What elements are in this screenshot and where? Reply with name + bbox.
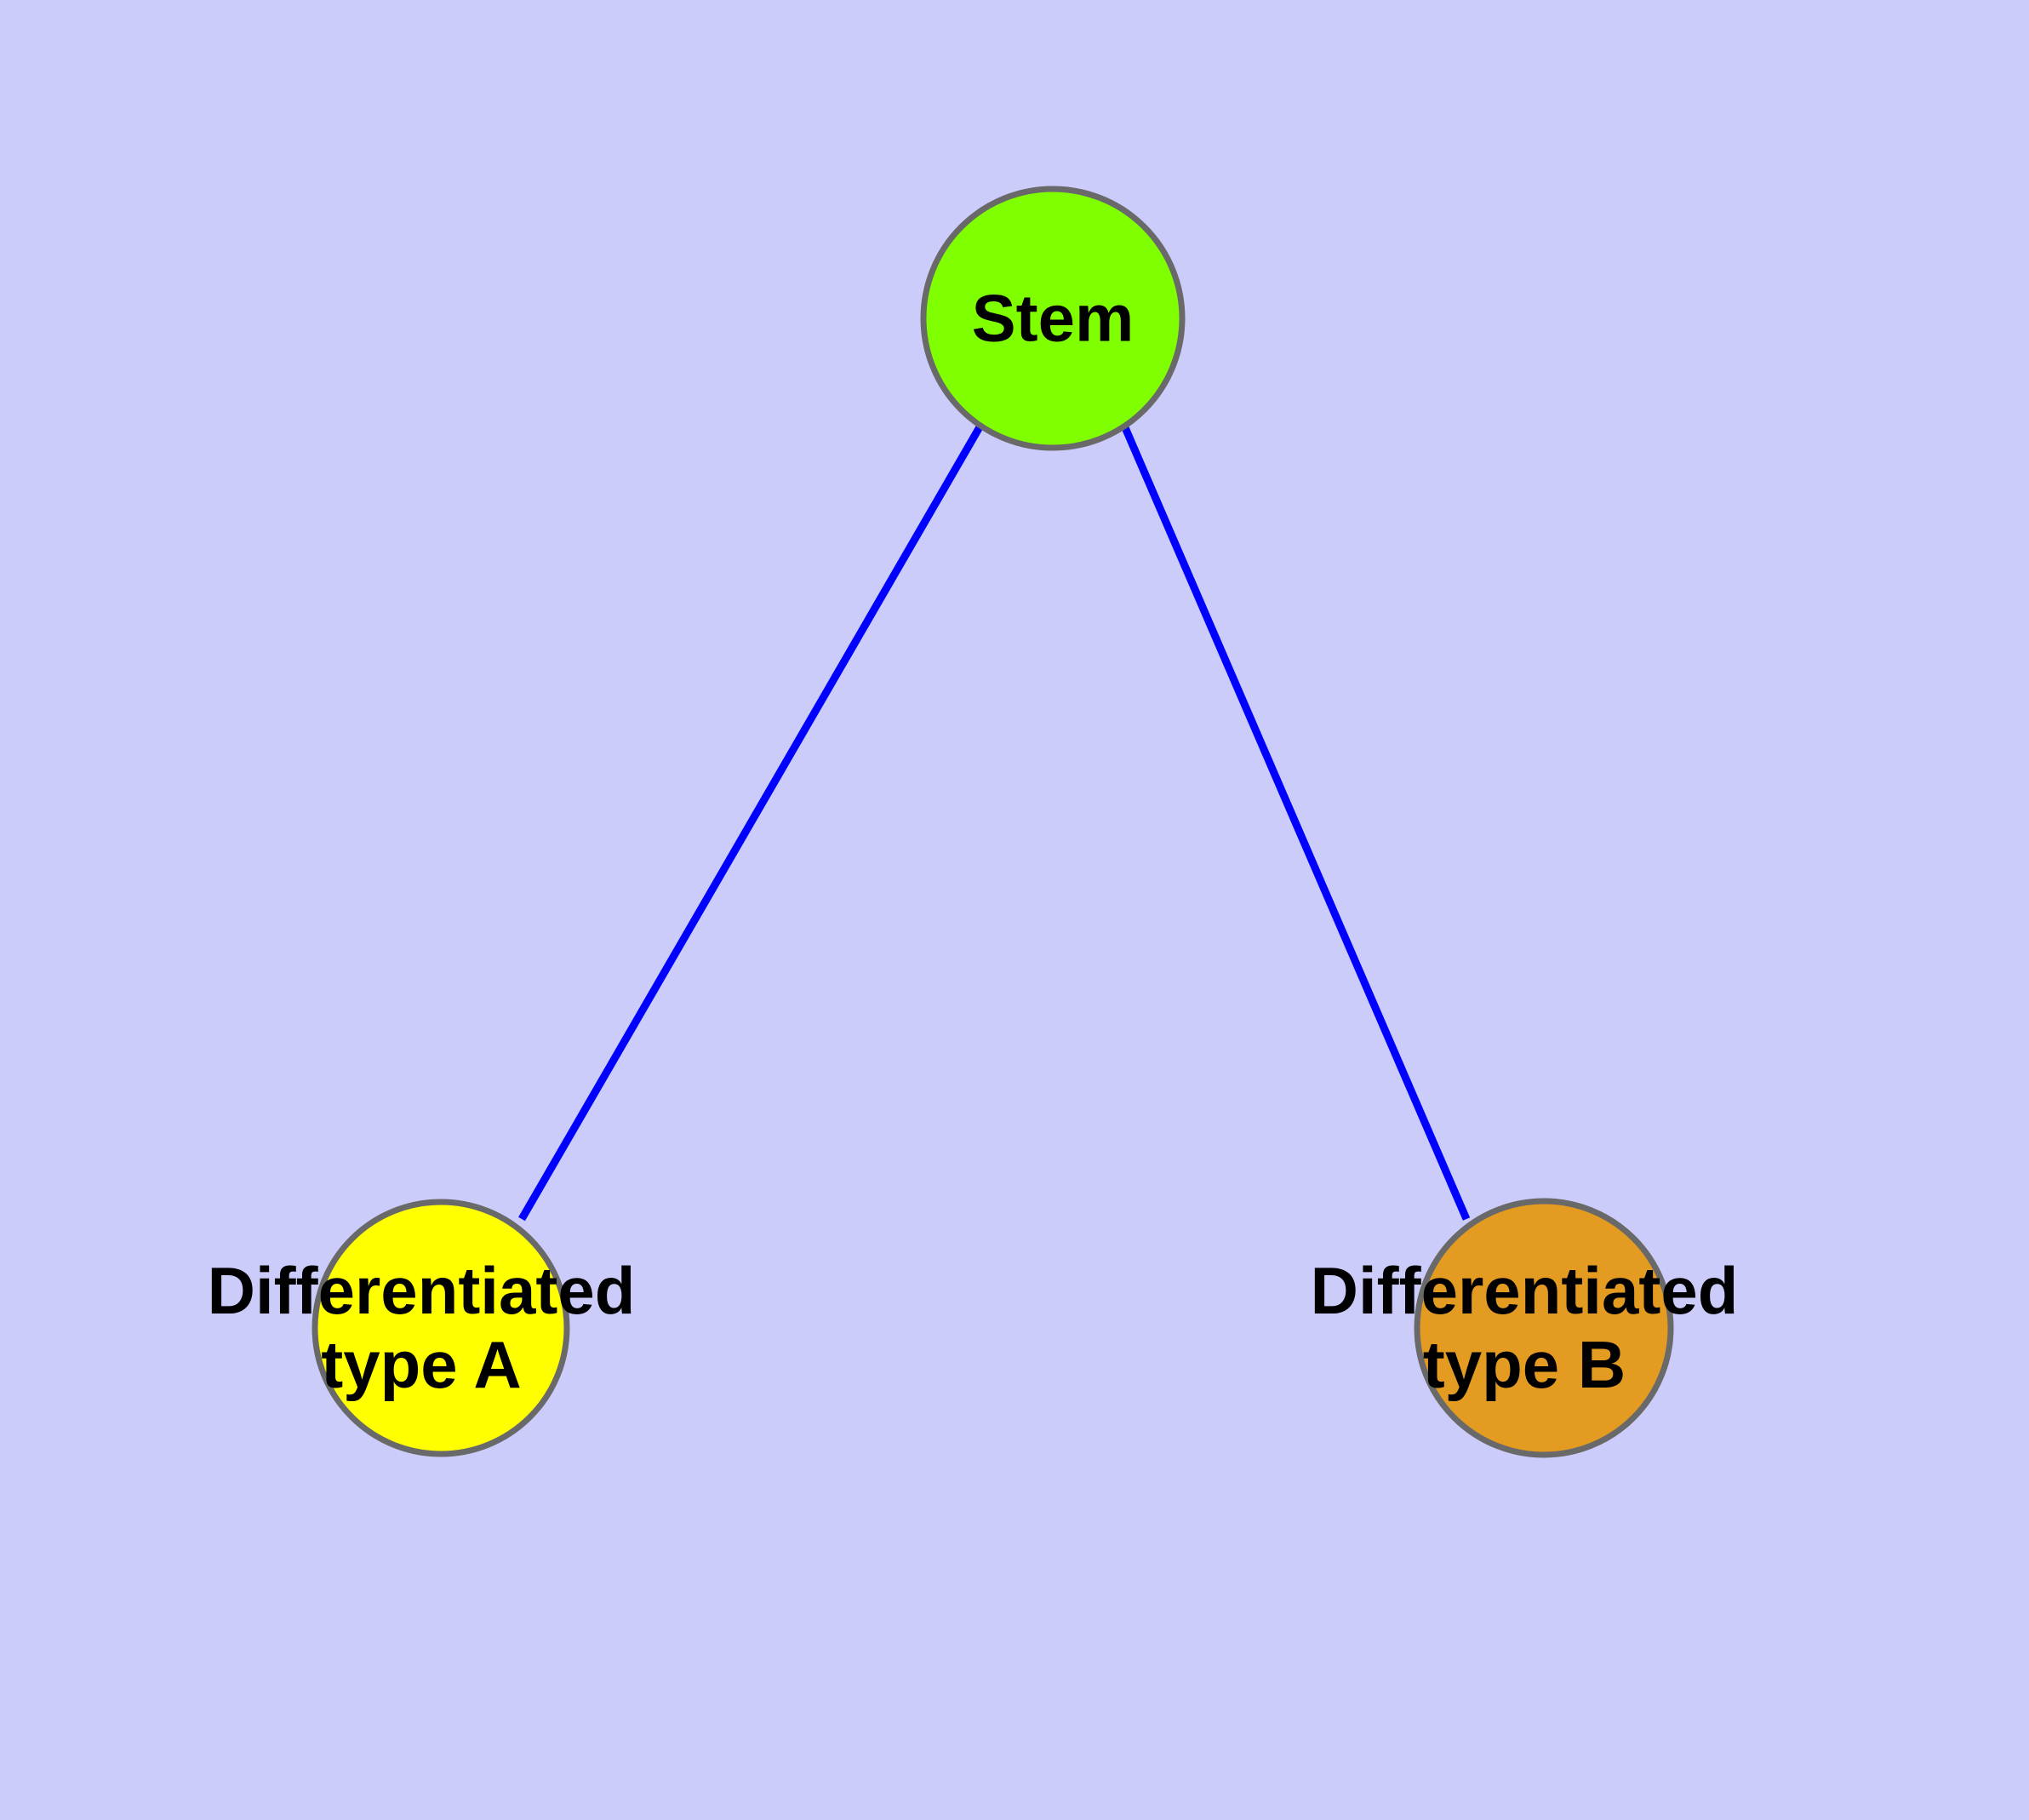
edge-layer xyxy=(518,423,1471,1222)
node-stem[interactable]: Stem xyxy=(920,186,1186,451)
node-label-line: type B xyxy=(1423,1327,1626,1402)
node-stem-label: Stem xyxy=(972,281,1135,356)
node-stem-circle[interactable] xyxy=(920,186,1186,451)
edge-stem-to-differentiated-type-a[interactable] xyxy=(518,423,984,1222)
node-label-line: type A xyxy=(321,1327,522,1402)
node-label-line: Differentiated xyxy=(1311,1253,1739,1328)
node-differentiated-type-b-circle[interactable] xyxy=(1414,1198,1674,1458)
node-label-line: Differentiated xyxy=(208,1253,636,1328)
edge-stem-to-differentiated-type-b[interactable] xyxy=(1120,424,1471,1221)
node-differentiated-type-a-circle[interactable] xyxy=(311,1199,570,1457)
node-label-line: Stem xyxy=(972,281,1135,356)
